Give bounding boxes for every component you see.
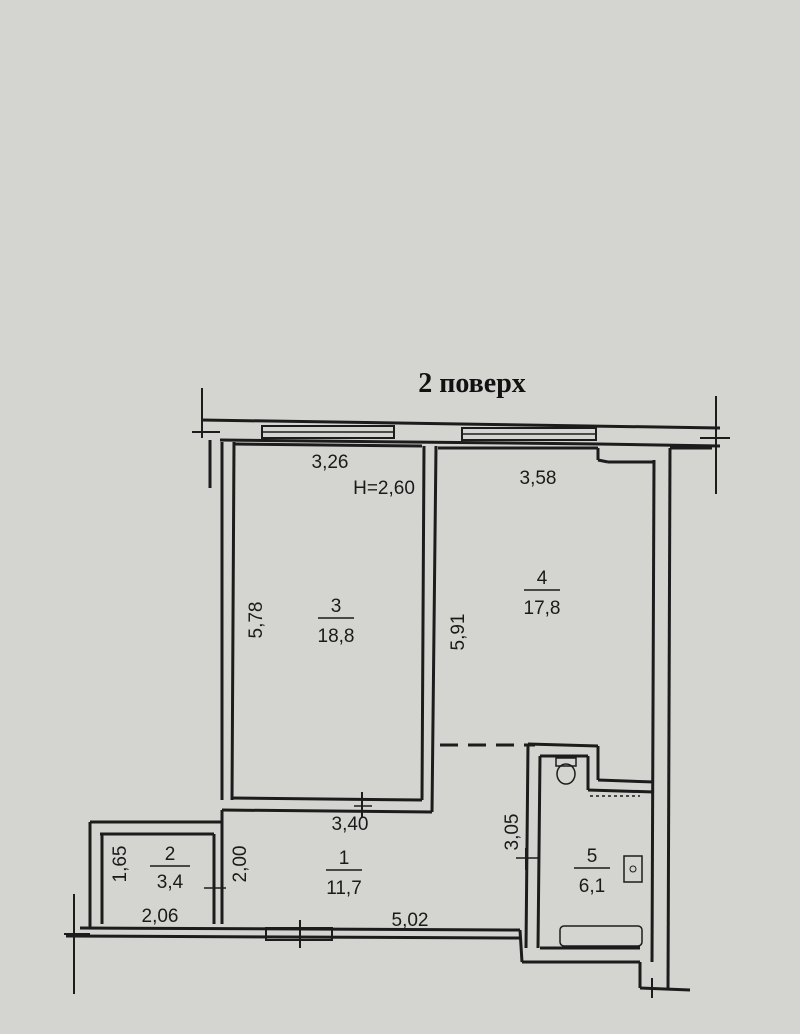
dim-room2-width: 2,06 — [142, 906, 179, 927]
room-4-area: 17,8 — [524, 598, 561, 619]
floor-title: 2 поверх — [418, 368, 526, 399]
room-2-number: 2 — [165, 844, 176, 865]
dim-room3-length: 5,78 — [246, 602, 267, 639]
toilet-icon — [555, 757, 577, 785]
dim-room3-width: 3,26 — [312, 452, 349, 473]
room-4-number: 4 — [537, 568, 548, 589]
dim-room4-width: 3,58 — [520, 468, 557, 489]
door-marks — [204, 792, 538, 948]
room-3-number: 3 — [331, 596, 342, 617]
top-windows — [261, 425, 597, 441]
dim-room4-length: 5,91 — [448, 614, 469, 651]
room-4-walls — [438, 446, 654, 747]
room-3-area: 18,8 — [318, 626, 355, 647]
sink-icon — [623, 855, 643, 883]
room-5-number: 5 — [587, 846, 598, 867]
dim-room1-width: 3,40 — [332, 814, 369, 835]
room-1-number: 1 — [339, 848, 350, 869]
room-5-walls — [524, 742, 655, 950]
room-1-area: 11,7 — [326, 878, 362, 899]
room-5-area: 6,1 — [579, 876, 605, 897]
dim-room1-depth: 2,00 — [230, 846, 251, 883]
room-3-walls — [221, 442, 438, 814]
bathtub-icon — [559, 925, 643, 947]
ceiling-height-note: H=2,60 — [353, 478, 415, 499]
dim-room1-length: 5,02 — [392, 910, 429, 931]
room-2-area: 3,4 — [157, 872, 184, 893]
dim-room5-length: 3,05 — [502, 814, 523, 851]
dim-room2-length: 1,65 — [110, 846, 131, 883]
